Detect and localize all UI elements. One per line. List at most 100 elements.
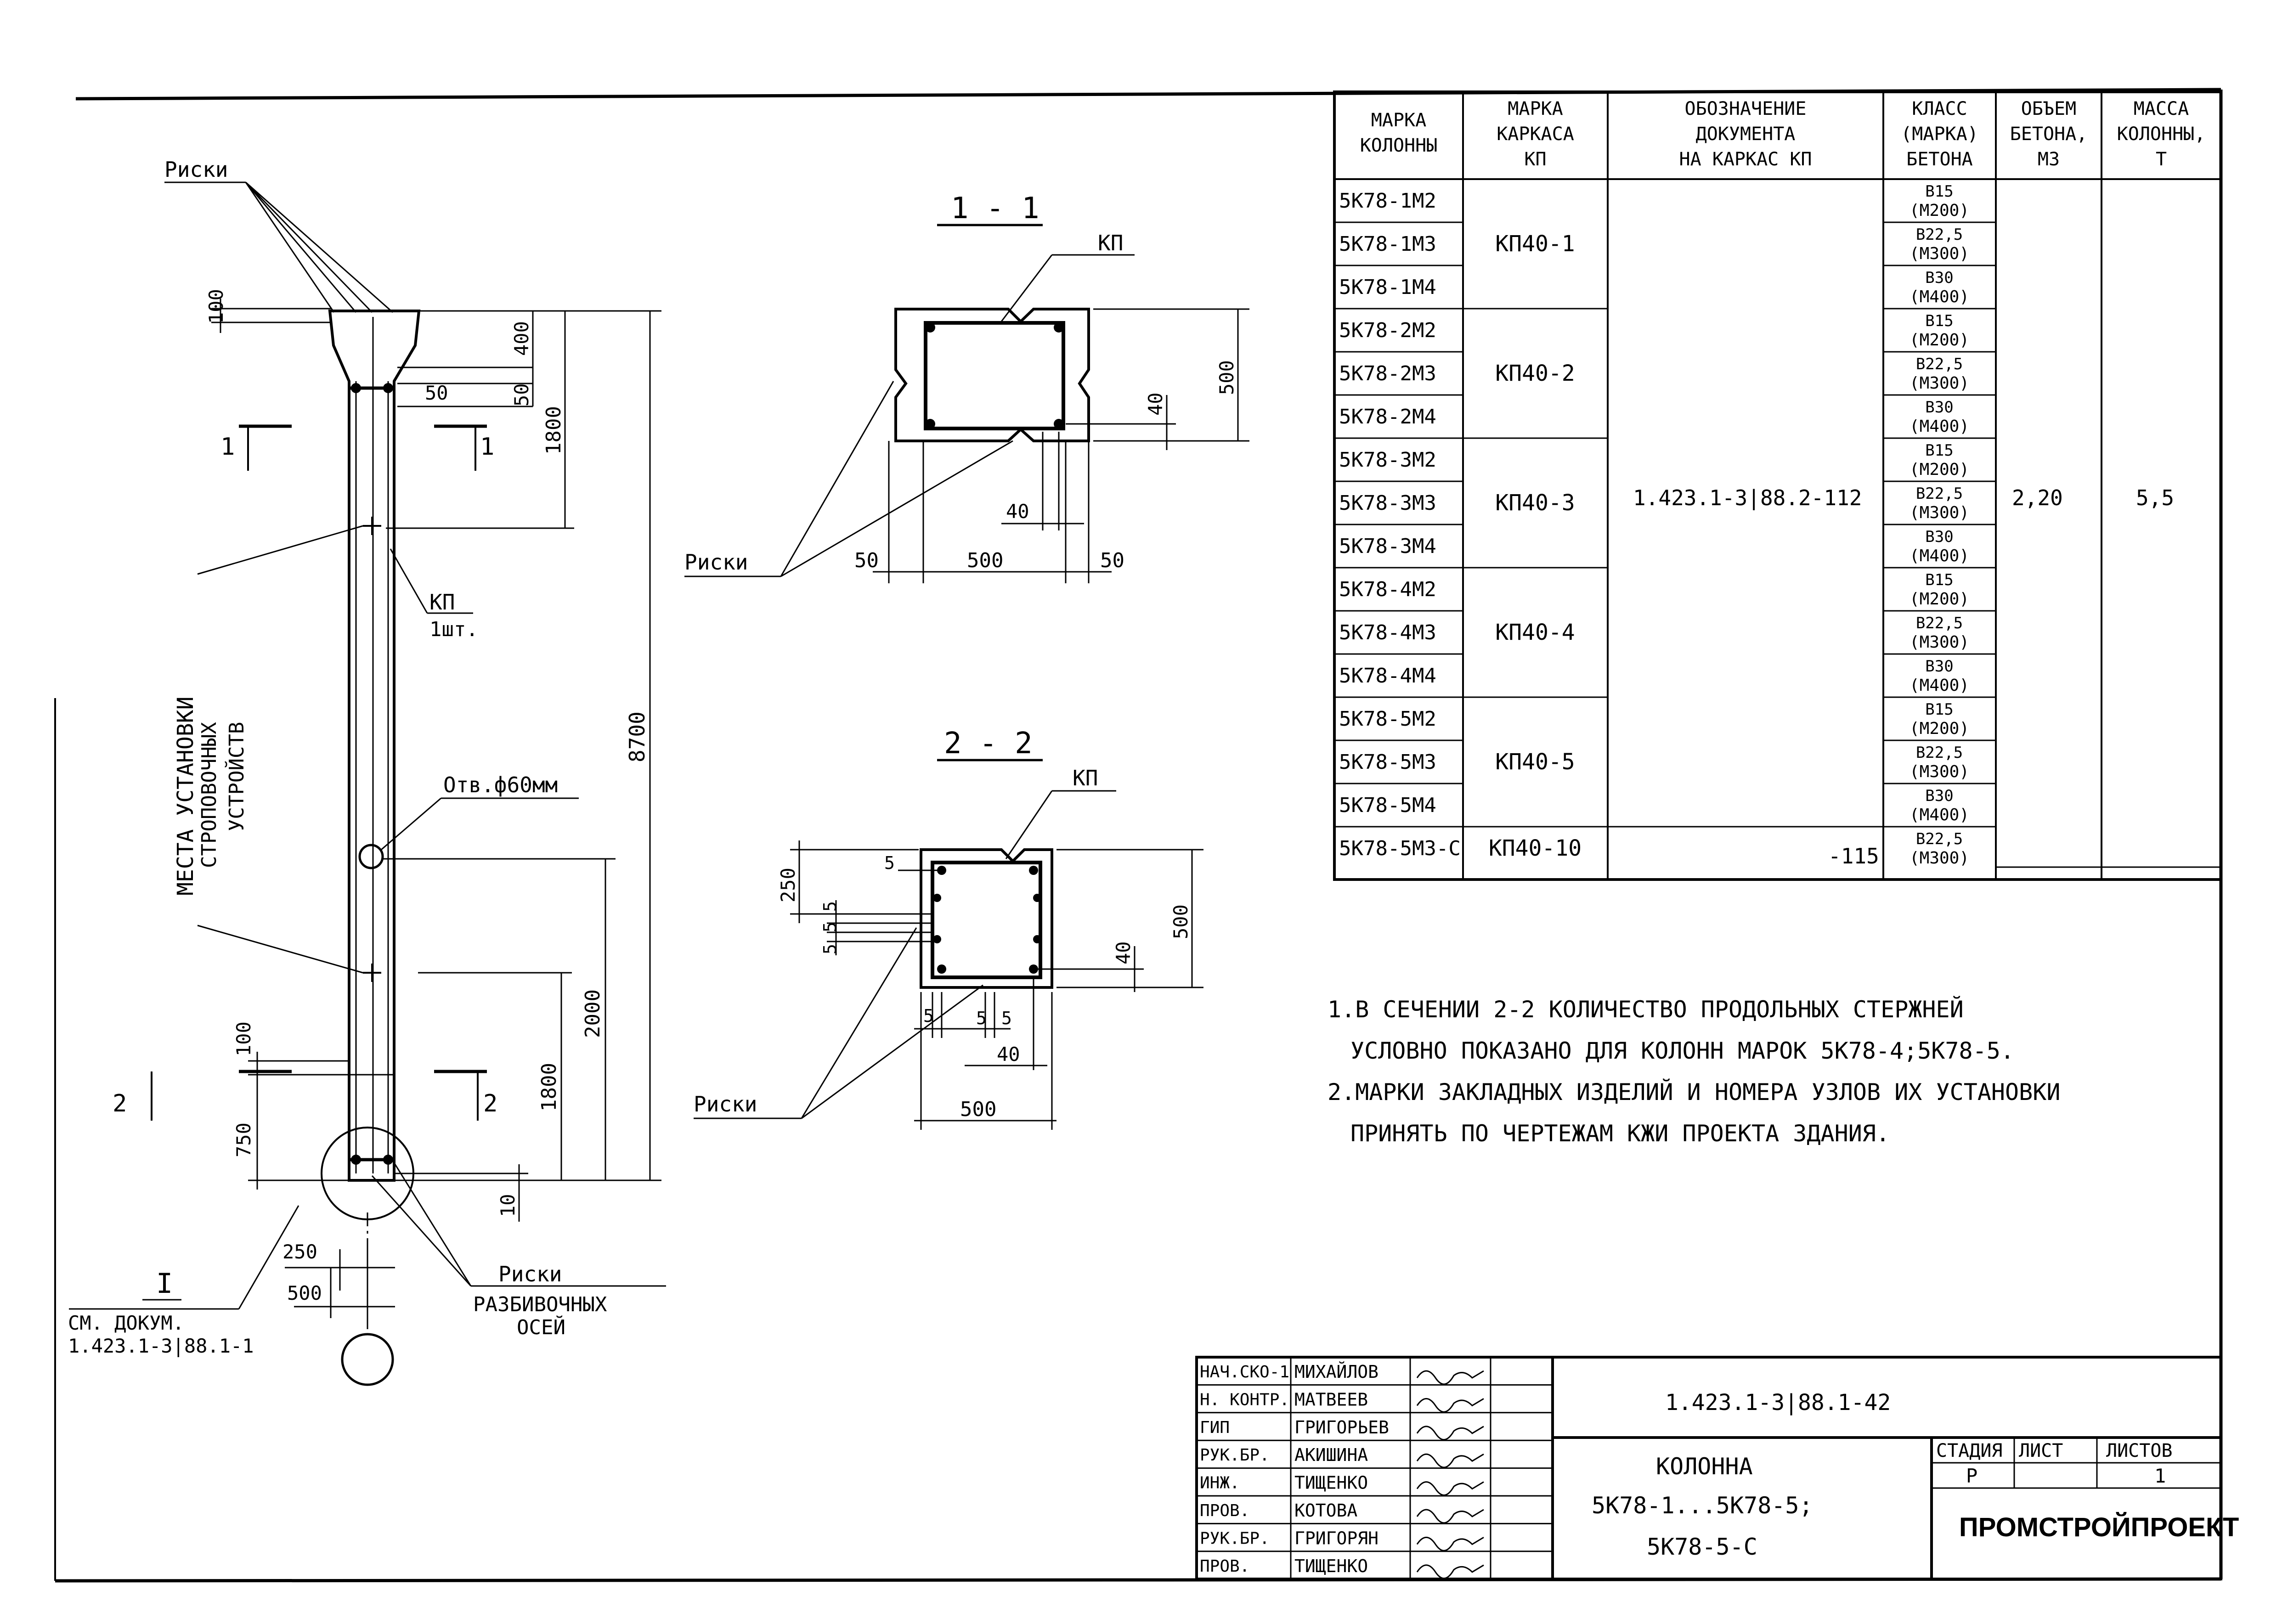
- table-row-class: В30: [1925, 398, 1953, 417]
- table-header-text: КП: [1524, 149, 1546, 170]
- table-header-text: (МАРКА): [1901, 124, 1978, 145]
- tb-name: ГРИГОРЯН: [1294, 1528, 1378, 1548]
- dim-10: 10: [497, 1194, 519, 1217]
- table-header-text: ДОКУМЕНТА: [1696, 124, 1796, 145]
- tb-stage: Р: [1966, 1465, 1977, 1487]
- signature-scribble: [1416, 1536, 1484, 1551]
- table-row-grade: (М400): [1909, 417, 1969, 436]
- dim-1800-bottom: 1800: [537, 1063, 561, 1111]
- note-line-1: 1.В СЕЧЕНИИ 2-2 КОЛИЧЕСТВО ПРОДОЛЬНЫХ СТ…: [1328, 996, 1964, 1023]
- razb-label-2: ОСЕЙ: [517, 1315, 565, 1339]
- table-frame-mark: КП40-2: [1495, 361, 1575, 386]
- section-1-1-riski: Риски: [684, 550, 748, 575]
- table-header-text: ОБЪЕМ: [2021, 98, 2076, 119]
- tb-sheets: 1: [2154, 1465, 2166, 1487]
- section-1-1-kp: КП: [1098, 231, 1123, 255]
- table-frame-mark: КП40-10: [1489, 835, 1582, 861]
- tb-title-line2: 5К78-1...5К78-5;: [1592, 1492, 1813, 1519]
- dim-100-top: 100: [205, 289, 227, 324]
- table-row-mark: 5К78-2М3: [1339, 362, 1436, 385]
- section-2-2-kp: КП: [1073, 766, 1098, 790]
- kp-label: КП: [429, 590, 455, 615]
- signature-scribble: [1416, 1509, 1484, 1524]
- table-row-grade: (М300): [1909, 374, 1969, 393]
- section-2-2-dim-500-h: 500: [960, 1098, 996, 1121]
- riski-top-label: Риски: [164, 157, 228, 182]
- signatures: [1416, 1370, 1484, 1579]
- signature-scribble: [1416, 1426, 1484, 1441]
- spec-mass: 5,5: [2136, 485, 2174, 510]
- table-row-class: В15: [1925, 441, 1953, 460]
- section2-mark-right: 2: [483, 1090, 497, 1117]
- table-row-grade: (М400): [1909, 288, 1969, 306]
- table-row-mark: 5К78-3М2: [1339, 448, 1436, 472]
- tb-name: ГРИГОРЬЕВ: [1294, 1417, 1389, 1438]
- tb-title-line3: 5К78-5-С: [1647, 1534, 1757, 1560]
- table-header-text: ОБОЗНАЧЕНИЕ: [1685, 98, 1807, 119]
- section-2-2-dim-40-v: 40: [1112, 941, 1135, 964]
- dim-8700: 8700: [625, 711, 650, 762]
- tb-title-line1: КОЛОННА: [1656, 1453, 1753, 1480]
- dim-50-b: 50: [510, 383, 533, 406]
- section-2-2-dim-500-v: 500: [1169, 904, 1192, 939]
- table-row-mark: 5К78-5М2: [1339, 707, 1436, 731]
- section-2-2-dim-5-bl: 5: [923, 1006, 934, 1026]
- section-2-2-dim-5-top: 5: [884, 853, 895, 873]
- table-row-class: В30: [1925, 787, 1953, 805]
- section-2-2-dim-5-c: 5: [820, 944, 840, 954]
- section-1-1: 1 - 1 КП 500 40 40 50: [684, 192, 1249, 583]
- riski-bottom-label: Риски: [498, 1262, 562, 1286]
- spec-doc: 1.423.1-3|88.2-112: [1633, 485, 1862, 511]
- table-row-grade: (М400): [1909, 676, 1969, 695]
- tb-name: МАТВЕЕВ: [1294, 1389, 1368, 1410]
- section1-mark-left: 1: [220, 433, 235, 461]
- table-row-class: В22,5: [1916, 830, 1963, 848]
- table-row-class: В15: [1925, 312, 1953, 330]
- section-2-2-dim-5-br: 5: [1001, 1008, 1012, 1028]
- spec-doc-last: -115: [1828, 844, 1879, 868]
- section-2-2-title: 2 - 2: [944, 727, 1033, 761]
- table-header-text: НА КАРКАС КП: [1679, 149, 1812, 170]
- table-row-mark: 5К78-2М2: [1339, 319, 1436, 342]
- section-2-2: 2 - 2 КП: [694, 727, 1203, 1130]
- tb-name: ТИЩЕНКО: [1294, 1473, 1368, 1493]
- table-row-grade: (М200): [1909, 460, 1969, 479]
- table-row-mark: 5К78-2М4: [1339, 405, 1436, 429]
- table-header-text: МАРКА: [1371, 110, 1426, 131]
- dim-2000: 2000: [581, 989, 604, 1038]
- tb-name: ТИЩЕНКО: [1294, 1556, 1368, 1576]
- dim-500: 500: [287, 1282, 322, 1304]
- section-2-2-dim-40-h: 40: [997, 1043, 1020, 1066]
- table-header-text: БЕТОНА: [1906, 149, 1973, 170]
- tb-role: Н. КОНТР.: [1200, 1390, 1289, 1409]
- tb-name: АКИШИНА: [1294, 1445, 1368, 1465]
- tb-doc-code: 1.423.1-3|88.1-42: [1665, 1390, 1891, 1415]
- table-row-grade: (М300): [1909, 503, 1969, 522]
- table-header-text: КОЛОННЫ,: [2117, 124, 2206, 145]
- table-row-mark: 5К78-3М3: [1339, 491, 1436, 515]
- spec-table: МАРКАКОЛОННЫМАРКАКАРКАСАКПОБОЗНАЧЕНИЕДОК…: [1333, 90, 2222, 881]
- tb-name: МИХАЙЛОВ: [1294, 1362, 1378, 1382]
- table-row-mark: 5К78-1М3: [1339, 232, 1436, 256]
- table-header-text: МАРКА: [1508, 98, 1563, 119]
- signature-scribble: [1416, 1453, 1484, 1468]
- node-ref-line2: 1.423.1-3|88.1-1: [68, 1335, 254, 1357]
- table-row-class: В22,5: [1916, 355, 1963, 373]
- signature-scribble: [1416, 1481, 1484, 1496]
- tb-role: ПРОВ.: [1200, 1557, 1249, 1576]
- table-header-text: Т: [2156, 149, 2167, 170]
- section-1-1-dim-500-v: 500: [1215, 360, 1238, 395]
- table-frame-mark: КП40-5: [1495, 749, 1575, 775]
- table-row-grade: (М400): [1909, 806, 1969, 824]
- dim-250: 250: [282, 1241, 317, 1263]
- sling-label-2: СТРОПОВОЧНЫХ: [198, 722, 221, 868]
- table-row-mark: 5К78-1М2: [1339, 189, 1436, 213]
- table-row-class: В15: [1925, 571, 1953, 589]
- note-line-3: 2.МАРКИ ЗАКЛАДНЫХ ИЗДЕЛИЙ И НОМЕРА УЗЛОВ…: [1328, 1078, 2060, 1105]
- signature-scribble: [1416, 1564, 1484, 1579]
- notes: 1.В СЕЧЕНИИ 2-2 КОЛИЧЕСТВО ПРОДОЛЬНЫХ СТ…: [1328, 996, 2060, 1147]
- tb-role: РУК.БР.: [1200, 1529, 1270, 1548]
- dim-400: 400: [510, 321, 533, 356]
- signature-scribble: [1416, 1370, 1484, 1385]
- table-row-mark: 5К78-4М3: [1339, 621, 1436, 644]
